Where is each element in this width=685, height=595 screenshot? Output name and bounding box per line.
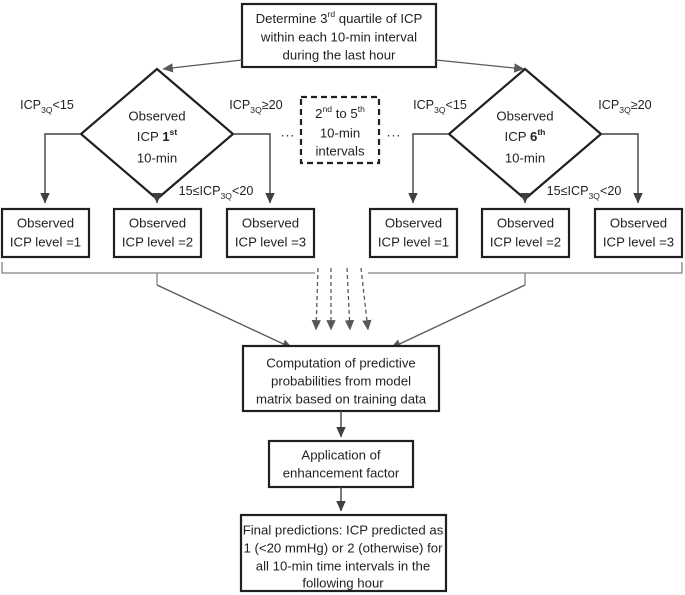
edge-right-group-to-computation (390, 284, 526, 349)
label-left-ge20: ICP3Q≥20 (229, 98, 282, 115)
ellipsis-left: ... (281, 124, 296, 140)
label-left-lt15: ICP3Q<15 (20, 98, 74, 115)
level-box-3-line-1: Observed (385, 215, 442, 230)
rail-right-group (368, 262, 683, 274)
edge-right-lt15 (408, 133, 449, 204)
level-box-4-line-2: ICP level =2 (490, 234, 561, 249)
final-line-3: all 10-min time intervals in the (256, 558, 430, 573)
dashed-node-line-2: 10-min (320, 125, 360, 140)
edge-dashed-interval-1 (311, 267, 321, 331)
edge-top-to-right-diamond (435, 59, 525, 73)
node-observed-icp-sixth-10min: Observed ICP 6th 10-min (447, 67, 603, 201)
dashed-node-line-1: 2nd to 5th (315, 104, 365, 121)
rail-left-group (1, 262, 315, 274)
label-right-mid: 15≤ICP3Q<20 (547, 184, 622, 201)
computation-line-3: matrix based on training data (256, 391, 427, 406)
node-observed-icp-level-2-left: Observed ICP level =2 (112, 207, 203, 259)
level-box-2-line-1: Observed (242, 215, 299, 230)
enhancement-line-1: Application of (301, 447, 381, 462)
final-line-1: Final predictions: ICP predicted as (243, 522, 444, 537)
edge-left-lt15 (40, 133, 81, 204)
node-final-predictions: Final predictions: ICP predicted as 1 (<… (239, 513, 448, 593)
level-box-1-line-2: ICP level =2 (122, 234, 193, 249)
determine-quartile-line-1: Determine 3rd quartile of ICP (256, 9, 423, 26)
level-box-5-line-1: Observed (610, 215, 667, 230)
computation-line-2: probabilities from model (271, 373, 411, 388)
ellipsis-right: ... (387, 124, 402, 140)
level-box-1-line-1: Observed (129, 215, 186, 230)
edge-right-ge20 (601, 133, 643, 204)
level-box-4-line-1: Observed (497, 215, 554, 230)
label-right-ge20: ICP3Q≥20 (598, 98, 651, 115)
dashed-node-line-3: intervals (315, 143, 365, 158)
edge-dashed-interval-4 (360, 267, 372, 331)
level-box-0-line-2: ICP level =1 (10, 234, 81, 249)
left-diamond-line-2: ICP 1st (137, 127, 178, 144)
final-line-4: following hour (302, 575, 384, 590)
left-diamond-line-1: Observed (128, 108, 185, 123)
edge-top-to-left-diamond (162, 59, 243, 73)
determine-quartile-line-2: within each 10-min interval (260, 29, 417, 44)
final-line-2: 1 (<20 mmHg) or 2 (otherwise) for (244, 540, 444, 555)
right-diamond-line-2: ICP 6th (505, 127, 546, 144)
edge-dashed-interval-3 (344, 267, 355, 331)
level-box-0-line-1: Observed (17, 215, 74, 230)
level-box-3-line-2: ICP level =1 (378, 234, 449, 249)
level-box-5-line-2: ICP level =3 (603, 234, 674, 249)
node-observed-icp-first-10min: Observed ICP 1st 10-min (79, 67, 235, 201)
node-determine-quartile: Determine 3rd quartile of ICP within eac… (240, 2, 438, 69)
computation-line-1: Computation of predictive (266, 355, 416, 370)
node-observed-icp-level-1-right: Observed ICP level =1 (368, 207, 459, 259)
edge-left-ge20 (233, 133, 275, 204)
edge-left-group-to-computation (156, 284, 293, 349)
node-application-enhancement-factor: Application of enhancement factor (267, 439, 415, 489)
level-box-2-line-2: ICP level =3 (235, 234, 306, 249)
node-computation-predictive-probabilities: Computation of predictive probabilities … (241, 344, 441, 413)
left-diamond-line-3: 10-min (137, 150, 177, 165)
determine-quartile-line-3: during the last hour (283, 47, 397, 62)
label-left-mid: 15≤ICP3Q<20 (179, 184, 254, 201)
right-diamond-line-1: Observed (496, 108, 553, 123)
node-observed-icp-level-3-left: Observed ICP level =3 (225, 207, 316, 259)
label-right-lt15: ICP3Q<15 (413, 98, 467, 115)
node-observed-icp-level-2-right: Observed ICP level =2 (480, 207, 571, 259)
node-observed-icp-level-1-left: Observed ICP level =1 (0, 207, 91, 259)
node-observed-icp-level-3-right: Observed ICP level =3 (593, 207, 684, 259)
right-diamond-line-3: 10-min (505, 150, 545, 165)
node-intervals-2-to-5: 2nd to 5th 10-min intervals (299, 95, 381, 165)
enhancement-line-2: enhancement factor (283, 465, 400, 480)
